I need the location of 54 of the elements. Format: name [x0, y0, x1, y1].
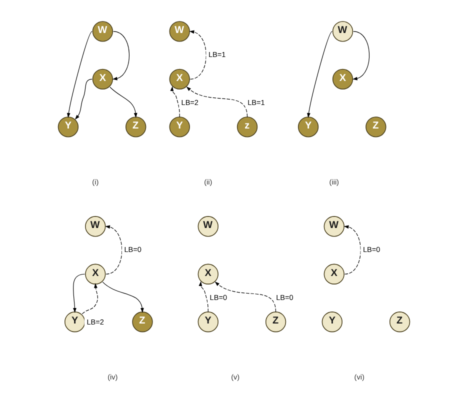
node-circle: X	[169, 68, 190, 90]
node-circle: Y	[58, 116, 79, 138]
node-circle: Y	[64, 312, 86, 332]
arrow	[344, 225, 361, 274]
edge-label: LB=0	[362, 245, 380, 254]
arrow	[352, 31, 370, 80]
node-circle: Z	[366, 116, 386, 138]
node-circle: X	[332, 68, 354, 90]
node-circle: W	[85, 216, 106, 237]
edge-label: LB=0	[124, 245, 142, 254]
node-circle: Z	[389, 312, 410, 332]
edge-label: LB=0	[210, 292, 228, 302]
node-circle: Z	[126, 116, 146, 138]
arrow	[72, 274, 86, 313]
arrow	[214, 282, 276, 312]
arrow	[105, 225, 122, 274]
node-circle: X	[85, 264, 106, 284]
node-circle: Y	[198, 312, 218, 332]
edge-label: LB=0	[276, 292, 294, 302]
arrow	[186, 86, 248, 118]
node-circle: Z	[265, 312, 286, 332]
label: (vi)	[354, 372, 364, 382]
arrow	[112, 31, 130, 80]
node-circle: Y	[298, 116, 319, 138]
node-circle: Y	[169, 116, 190, 138]
edge-label: LB=2	[86, 318, 104, 327]
label: (i)	[92, 177, 99, 186]
node-circle: W	[332, 21, 354, 42]
node-circle: X	[198, 264, 218, 284]
label: (v)	[231, 372, 240, 382]
node-circle: W	[92, 21, 114, 42]
arrow	[170, 86, 180, 118]
label: (iv)	[108, 372, 118, 382]
arrow	[307, 31, 332, 118]
node-circle: W	[198, 216, 218, 237]
label: (iii)	[329, 177, 339, 186]
arrow	[66, 31, 92, 118]
arrow	[82, 283, 98, 314]
node-circle: Z	[132, 312, 153, 332]
arrow	[102, 282, 144, 313]
node-circle: Y	[322, 312, 342, 332]
arrow	[189, 30, 206, 80]
arrow	[198, 281, 208, 312]
arrow	[110, 86, 138, 118]
edge-label: LB=2	[181, 98, 198, 107]
node-circle: W	[169, 21, 190, 42]
label: (ii)	[204, 177, 212, 186]
node-circle: X	[92, 68, 114, 90]
node-circle: X	[324, 264, 344, 284]
node-circle: W	[324, 216, 344, 237]
arrow	[74, 78, 92, 120]
edge-label: LB=1	[248, 98, 265, 107]
node-circle: z	[236, 116, 258, 138]
edge-label: LB=1	[208, 50, 226, 60]
